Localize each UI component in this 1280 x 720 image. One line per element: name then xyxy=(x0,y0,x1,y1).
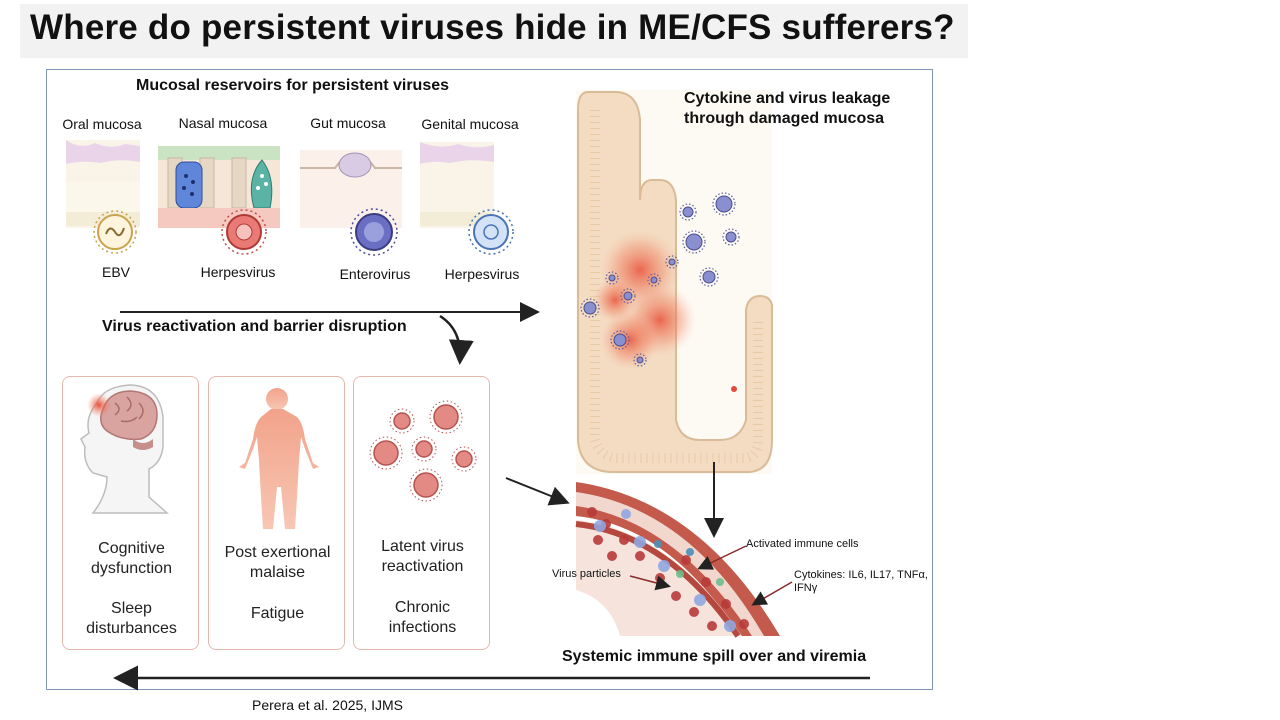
ebv-virus-icon xyxy=(93,210,137,254)
sleep-line2: disturbances xyxy=(86,620,177,637)
sleep-line1: Sleep xyxy=(111,600,152,617)
activated-cells-label: Activated immune cells xyxy=(746,538,859,550)
virus-particle-icon xyxy=(665,255,679,269)
slide-title: Where do persistent viruses hide in ME/C… xyxy=(30,8,955,47)
latent-line2: reactivation xyxy=(381,558,464,575)
leakage-heading-line2: through damaged mucosa xyxy=(684,110,885,127)
human-body-icon xyxy=(239,388,319,529)
reactivation-label: Virus reactivation and barrier disruptio… xyxy=(102,318,407,335)
genital-herpesvirus-icon xyxy=(468,209,514,255)
blood-cell xyxy=(671,591,681,601)
virus-particle-icon xyxy=(699,267,719,287)
virus-particle-icon xyxy=(679,203,697,221)
cognitive-line2: dysfunction xyxy=(91,560,172,577)
systemic-label: Systemic immune spill over and viremia xyxy=(562,648,867,665)
symptom-panel-malaise: Post exertional malaise Fatigue xyxy=(208,376,345,650)
blood-cell xyxy=(587,507,597,517)
blood-cell xyxy=(694,594,706,606)
genital-virus-label: Herpesvirus xyxy=(444,266,520,282)
blood-cell xyxy=(681,555,691,565)
enterovirus-label: Enterovirus xyxy=(339,266,411,282)
blood-cell xyxy=(676,570,684,578)
inflammation-glow xyxy=(593,230,696,370)
virus-particles-label: Virus particles xyxy=(552,568,621,580)
virus-particle-icon xyxy=(722,228,740,246)
blood-cell xyxy=(721,599,731,609)
blood-cell xyxy=(707,621,717,631)
activated-cells-pointer xyxy=(697,545,747,570)
blood-cell xyxy=(594,520,606,532)
villus-virus-particles xyxy=(580,192,740,392)
head-brain-icon xyxy=(80,384,169,514)
cognitive-line1: Cognitive xyxy=(98,540,165,557)
symptom-panel-infection: Latent virus reactivation Chronic infect… xyxy=(353,376,490,650)
blood-cell xyxy=(689,607,699,617)
blood-cell xyxy=(593,535,603,545)
blood-cell xyxy=(619,535,629,545)
virus-particle-icon xyxy=(610,330,630,350)
virus-particle-icon xyxy=(712,192,736,216)
blood-cell xyxy=(658,560,670,572)
nasal-mucosa-label: Nasal mucosa xyxy=(178,115,268,131)
fatigue-label: Fatigue xyxy=(250,605,305,622)
nasal-virus-label: Herpesvirus xyxy=(200,264,276,280)
virus-particles-pointer xyxy=(629,575,671,591)
blood-cell xyxy=(655,573,665,583)
blood-cell xyxy=(607,551,617,561)
blood-cell xyxy=(654,540,662,548)
virus-particle-icon xyxy=(580,298,600,318)
blood-cell xyxy=(716,578,724,586)
oral-mucosa-label: Oral mucosa xyxy=(62,116,142,132)
malaise-line1: Post exertional xyxy=(224,544,331,561)
nasal-mucosa-tissue xyxy=(158,146,280,228)
blood-vessel xyxy=(575,482,780,638)
malaise-line2: malaise xyxy=(249,564,306,581)
blood-cell xyxy=(701,577,711,587)
enterovirus-icon xyxy=(350,208,398,256)
gut-mucosa-tissue xyxy=(300,150,402,228)
virus-particle-icon xyxy=(633,353,647,367)
virus-particle-icon xyxy=(647,273,661,287)
blood-cell xyxy=(739,619,749,629)
cytokines-pointer xyxy=(751,581,793,606)
blood-cell xyxy=(686,548,694,556)
cytokine-dot xyxy=(731,386,737,392)
blood-cell xyxy=(635,551,645,561)
gut-mucosa-label: Gut mucosa xyxy=(310,115,386,131)
title-bar xyxy=(20,4,968,58)
latent-line1: Latent virus xyxy=(381,538,464,555)
nasal-herpesvirus-icon xyxy=(221,209,267,255)
virus-particle-icon xyxy=(682,230,706,254)
ebv-label: EBV xyxy=(101,264,130,280)
chronic-line2: infections xyxy=(388,619,457,636)
symptom-panel-cognitive: Cognitive dysfunction Sleep disturbances xyxy=(62,376,199,650)
blood-cells xyxy=(587,507,749,632)
blood-cell xyxy=(724,620,736,632)
cytokines-label-line1: Cytokines: IL6, IL17, TNFα, xyxy=(794,569,928,581)
mucosal-heading: Mucosal reservoirs for persistent viruse… xyxy=(136,77,450,94)
latent-virus-cluster-icon xyxy=(369,400,477,502)
blood-cell xyxy=(634,536,646,548)
virus-particle-icon xyxy=(620,288,636,304)
chronic-line1: Chronic xyxy=(394,599,451,616)
citation: Perera et al. 2025, IJMS xyxy=(252,697,403,713)
virus-particle-icon xyxy=(605,271,619,285)
leakage-heading-line1: Cytokine and virus leakage xyxy=(684,90,891,107)
panel-to-vessel-arrow xyxy=(505,477,570,506)
genital-mucosa-label: Genital mucosa xyxy=(421,116,519,132)
curved-arrow xyxy=(439,314,474,365)
genital-mucosa-tissue xyxy=(420,142,494,228)
cytokines-label-line2: IFNγ xyxy=(794,582,818,594)
blood-cell xyxy=(621,509,631,519)
